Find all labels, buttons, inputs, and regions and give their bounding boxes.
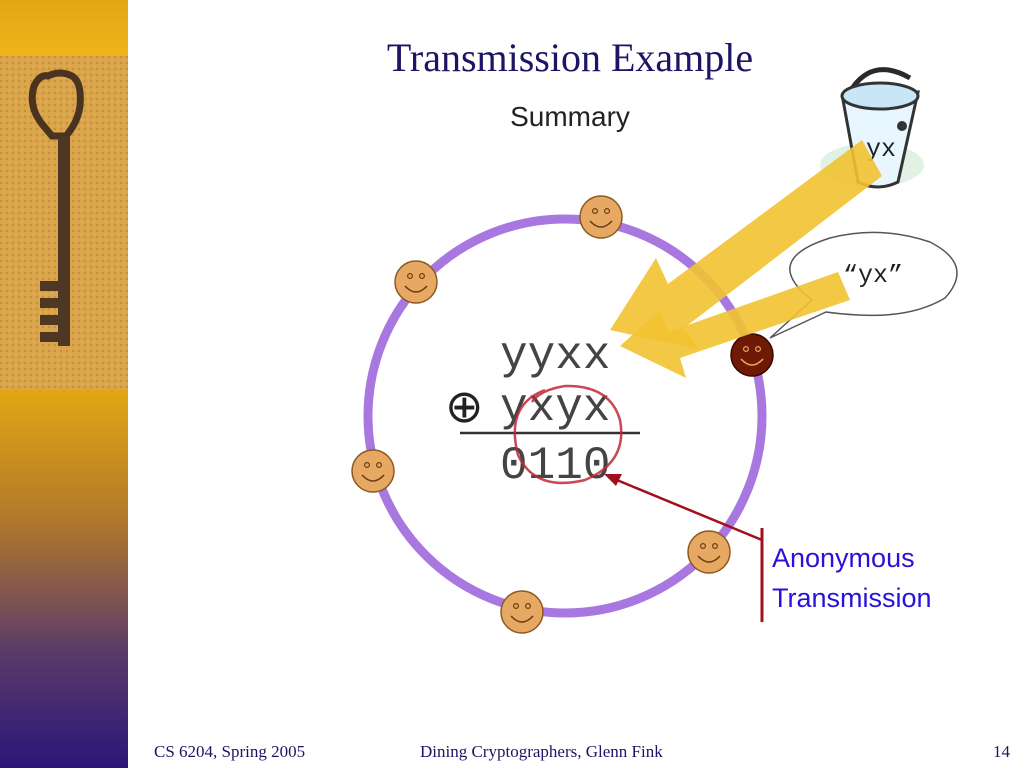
speech-bubble bbox=[769, 231, 958, 339]
footer-course: CS 6204, Spring 2005 bbox=[154, 742, 306, 761]
speech-arrow bbox=[620, 272, 850, 378]
cryptographer-lower-right-icon bbox=[687, 530, 731, 574]
speech-text: “yx” bbox=[843, 261, 903, 290]
annotation-line-2: Transmission bbox=[772, 583, 932, 613]
slide-title: Transmission Example bbox=[386, 35, 754, 80]
cryptographer-left-icon bbox=[351, 449, 395, 493]
xor-symbol-icon: ⊕ bbox=[445, 379, 484, 433]
slide-subtitle: Summary bbox=[510, 101, 630, 132]
cryptographer-upper-left-icon bbox=[394, 260, 438, 304]
footer-topic: Dining Cryptographers, Glenn Fink bbox=[420, 742, 663, 761]
highlight-circle bbox=[513, 384, 623, 485]
annotation-line-1: Anonymous bbox=[772, 543, 915, 573]
anonymous-transmission-label: Anonymous Transmission bbox=[772, 538, 932, 618]
cryptographer-right-sender-icon bbox=[730, 333, 774, 377]
key-photo bbox=[0, 56, 128, 390]
cryptographer-ring bbox=[363, 214, 767, 618]
cryptographer-bottom-icon bbox=[500, 590, 544, 634]
footer-page-number: 14 bbox=[993, 742, 1010, 761]
bucket-arrow bbox=[610, 140, 882, 350]
annotation-pointer bbox=[611, 476, 763, 542]
xor-row-1: yyxx bbox=[500, 330, 610, 382]
annotation-arrowhead bbox=[604, 474, 622, 486]
cryptographer-top-icon bbox=[579, 195, 623, 239]
